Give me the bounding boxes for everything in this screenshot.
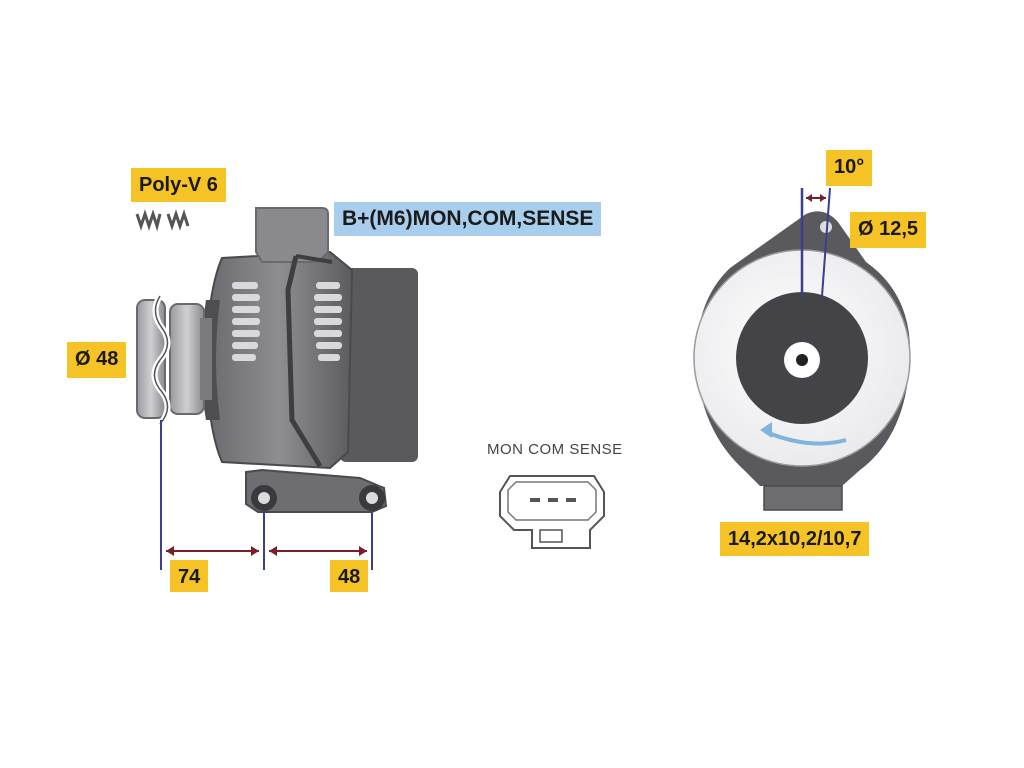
pulley-type-label: Poly-V 6 — [131, 168, 226, 202]
rotation-arrow-icon — [765, 430, 847, 446]
terminal-plate — [255, 207, 329, 263]
angle-label: 10° — [826, 150, 873, 186]
cooling-slots-left — [232, 282, 260, 361]
side-view — [135, 207, 418, 570]
mounting-bolt-front — [251, 485, 277, 511]
pulley — [136, 294, 212, 426]
bottom-mount — [763, 485, 843, 511]
angle-dimension — [800, 187, 831, 297]
dimension-48-label: 48 — [330, 560, 369, 592]
mounting-bolt-rear — [359, 485, 385, 511]
mount-size-label: 14,2x10,2/10,7 — [720, 522, 870, 556]
rear-cover — [340, 268, 418, 462]
shaft-icon — [796, 354, 808, 366]
front-view — [693, 187, 911, 511]
mount-hole — [820, 221, 832, 233]
mounting-foot — [245, 468, 388, 513]
pulley-diameter-label: Ø 48 — [67, 342, 127, 378]
connector-pins-label: MON COM SENSE — [487, 441, 623, 458]
hole-diameter-label: Ø 12,5 — [850, 212, 927, 248]
connector-plug-icon — [499, 475, 605, 549]
cooling-slots-right — [314, 282, 342, 361]
poly-v-belt-icon — [135, 209, 190, 232]
terminal-label: B+(M6)MON,COM,SENSE — [334, 202, 602, 236]
dimension-74-label: 74 — [170, 560, 209, 592]
housing-seam — [285, 255, 323, 468]
dimension-lines-side — [160, 420, 373, 570]
